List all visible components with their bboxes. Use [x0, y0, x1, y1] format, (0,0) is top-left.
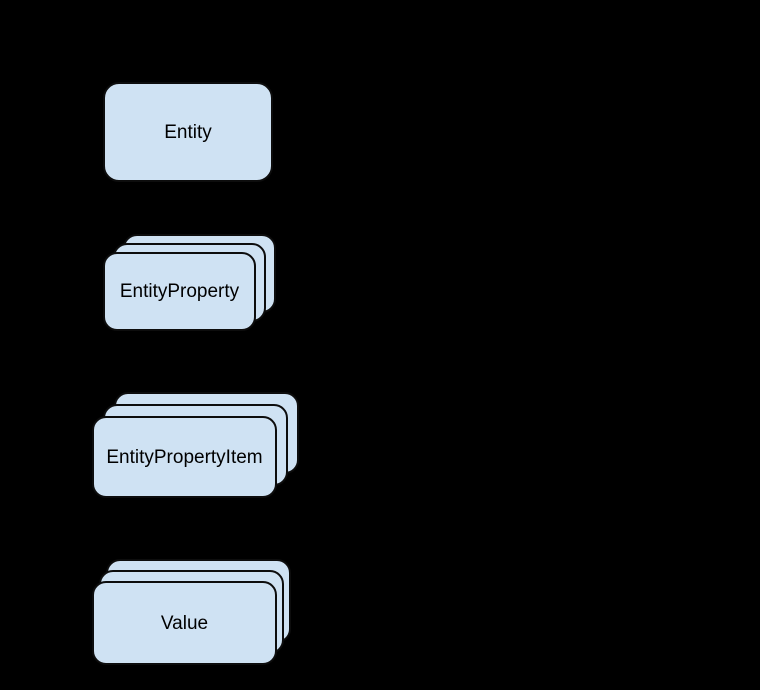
node-value: Value [92, 559, 291, 665]
node-entity: Entity [103, 82, 273, 182]
node-label: EntityPropertyItem [106, 446, 263, 468]
node-box: EntityProperty [103, 252, 256, 331]
node-box: Value [92, 581, 277, 665]
node-entity-property: EntityProperty [103, 234, 276, 331]
node-label: EntityProperty [119, 281, 240, 302]
node-box: Entity [103, 82, 273, 182]
node-label: Entity [164, 121, 212, 143]
node-box: EntityPropertyItem [92, 416, 277, 498]
node-entity-property-item: EntityPropertyItem [92, 392, 299, 498]
node-label: Value [160, 612, 209, 634]
